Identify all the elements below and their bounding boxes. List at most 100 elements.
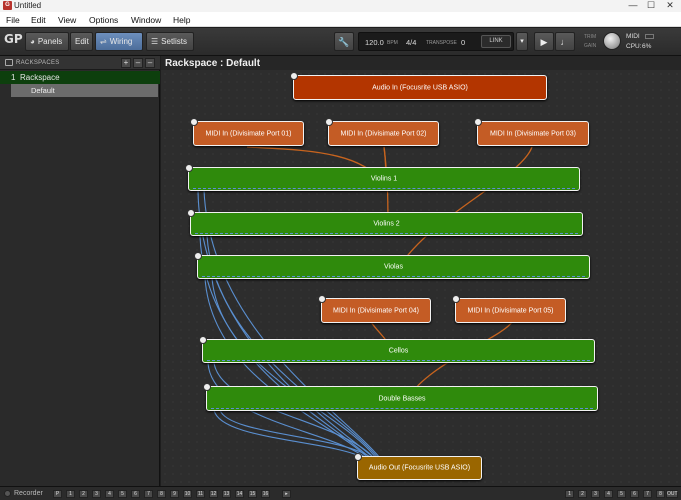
variation-item[interactable]: Default <box>11 84 158 97</box>
block-pin-icon <box>318 295 326 303</box>
edit-button[interactable]: Edit <box>70 32 93 51</box>
wiring-label: Wiring <box>109 37 133 46</box>
violins1-block[interactable]: Violins 1 <box>185 164 580 191</box>
remove-button-a[interactable]: – <box>133 58 143 68</box>
output-label-button[interactable]: OUT <box>666 490 678 498</box>
close-button[interactable]: ✕ <box>666 0 674 10</box>
midi-in-label-01: MIDI In (Divisimate Port 01) <box>205 130 292 137</box>
page-button-7[interactable]: 7 <box>144 490 153 498</box>
page-button-2[interactable]: 2 <box>79 490 88 498</box>
output-button-3[interactable]: 3 <box>591 490 600 498</box>
output-button-6[interactable]: 6 <box>630 490 639 498</box>
block-pin-icon <box>325 118 333 126</box>
page-button-14[interactable]: 14 <box>235 490 244 498</box>
audio-in-block[interactable]: Audio In (Focusrite USB ASIO) <box>290 72 547 100</box>
remove-button-b[interactable]: – <box>145 58 155 68</box>
block-pin-icon <box>452 295 460 303</box>
midi-activity-indicator <box>645 34 654 39</box>
transport-dropdown[interactable]: ▾ <box>516 32 528 51</box>
page-button-12[interactable]: 12 <box>209 490 218 498</box>
page-prev-button[interactable]: P <box>53 490 62 498</box>
menu-window[interactable]: Window <box>131 15 162 25</box>
output-button-2[interactable]: 2 <box>578 490 587 498</box>
midi-in-block-01[interactable]: MIDI In (Divisimate Port 01) <box>190 118 304 146</box>
page-button-15[interactable]: 15 <box>248 490 257 498</box>
plugin-pin-icon <box>194 252 202 260</box>
menu-view[interactable]: View <box>58 15 77 25</box>
page-button-5[interactable]: 5 <box>118 490 127 498</box>
toolbar: GP ◕Panels Edit ⇌Wiring ☰Setlists 🔧 120.… <box>0 28 681 56</box>
audio-ports <box>195 233 578 234</box>
setlists-button[interactable]: ☰Setlists <box>146 32 194 51</box>
page-button-11[interactable]: 11 <box>196 490 205 498</box>
rackspaces-title: RACKSPACES <box>16 60 60 66</box>
wiring-icon: ⇌ <box>100 37 107 46</box>
page-button-6[interactable]: 6 <box>131 490 140 498</box>
page-button-1[interactable]: 1 <box>66 490 75 498</box>
output-button-7[interactable]: 7 <box>643 490 652 498</box>
metronome-button[interactable]: ♩ <box>555 32 575 51</box>
page-button-4[interactable]: 4 <box>105 490 114 498</box>
plugin-pin-icon <box>199 336 207 344</box>
output-button-1[interactable]: 1 <box>565 490 574 498</box>
add-rackspace-button[interactable]: + <box>121 58 131 68</box>
audio-ports <box>207 360 590 361</box>
audio-out-block[interactable]: Audio Out (Focusrite USB ASIO) <box>354 453 482 480</box>
gig-performer-logo: GP <box>4 32 23 46</box>
tuner-button[interactable]: 🔧 <box>334 32 354 51</box>
play-button[interactable]: ▶ <box>534 32 554 51</box>
menu-file[interactable]: File <box>6 15 20 25</box>
plugin-pin-icon <box>203 383 211 391</box>
tempo-value[interactable]: 120.0 <box>365 38 384 47</box>
record-icon[interactable] <box>4 490 11 497</box>
transport-display: 120.0 BPM 4/4 TRANSPOSE 0 LINK <box>358 32 514 51</box>
cpu-value: 6% <box>642 43 652 50</box>
gain-label: GAIN <box>584 43 597 49</box>
time-signature[interactable]: 4/4 <box>406 38 417 47</box>
violins2-block[interactable]: Violins 2 <box>187 209 583 236</box>
wiring-button[interactable]: ⇌Wiring <box>95 32 143 51</box>
page-button-8[interactable]: 8 <box>157 490 166 498</box>
rackspace-item[interactable]: 1 Rackspace <box>0 71 160 84</box>
link-button[interactable]: LINK <box>481 35 511 48</box>
panels-label: Panels <box>37 37 63 46</box>
maximize-button[interactable]: ☐ <box>646 0 656 10</box>
panels-button[interactable]: ◕Panels <box>25 32 69 51</box>
block-pin-icon <box>354 453 362 461</box>
master-volume-knob[interactable] <box>603 32 621 50</box>
midi-in-block-04[interactable]: MIDI In (Divisimate Port 04) <box>318 295 431 323</box>
violas-block[interactable]: Violas <box>194 252 590 279</box>
transpose-label: TRANSPOSE <box>426 40 457 46</box>
output-button-8[interactable]: 8 <box>656 490 665 498</box>
violins1-label: Violins 1 <box>370 175 398 183</box>
cellos-label: Cellos <box>388 347 409 355</box>
output-button-4[interactable]: 4 <box>604 490 613 498</box>
midi-in-block-05[interactable]: MIDI In (Divisimate Port 05) <box>452 295 566 323</box>
cellos-block[interactable]: Cellos <box>199 336 595 363</box>
midi-in-block-02[interactable]: MIDI In (Divisimate Port 02) <box>325 118 439 146</box>
audio-out-label: Audio Out (Focusrite USB ASIO) <box>368 464 471 472</box>
menu-options[interactable]: Options <box>89 15 119 25</box>
block-pin-icon <box>474 118 482 126</box>
menu-help[interactable]: Help <box>173 15 191 25</box>
bpm-label: BPM <box>387 40 398 46</box>
output-button-5[interactable]: 5 <box>617 490 626 498</box>
page-button-3[interactable]: 3 <box>92 490 101 498</box>
title-bar: G Untitled — ☐ ✕ <box>0 0 681 12</box>
midi-in-block-03[interactable]: MIDI In (Divisimate Port 03) <box>474 118 589 146</box>
double-basses-block[interactable]: Double Basses <box>203 383 598 411</box>
page-button-13[interactable]: 13 <box>222 490 231 498</box>
palette-icon: ◕ <box>30 37 35 46</box>
transpose-value[interactable]: 0 <box>461 38 466 47</box>
page-next-icon[interactable]: ▸ <box>282 490 291 498</box>
page-button-9[interactable]: 9 <box>170 490 179 498</box>
minimize-button[interactable]: — <box>628 0 638 10</box>
chevron-down-icon: ▾ <box>520 38 524 45</box>
midi-in-label-02: MIDI In (Divisimate Port 02) <box>340 130 427 137</box>
page-button-10[interactable]: 10 <box>183 490 192 498</box>
block-pin-icon <box>190 118 198 126</box>
page-button-16[interactable]: 16 <box>261 490 270 498</box>
menu-edit[interactable]: Edit <box>31 15 46 25</box>
block-pin-icon <box>290 72 298 80</box>
